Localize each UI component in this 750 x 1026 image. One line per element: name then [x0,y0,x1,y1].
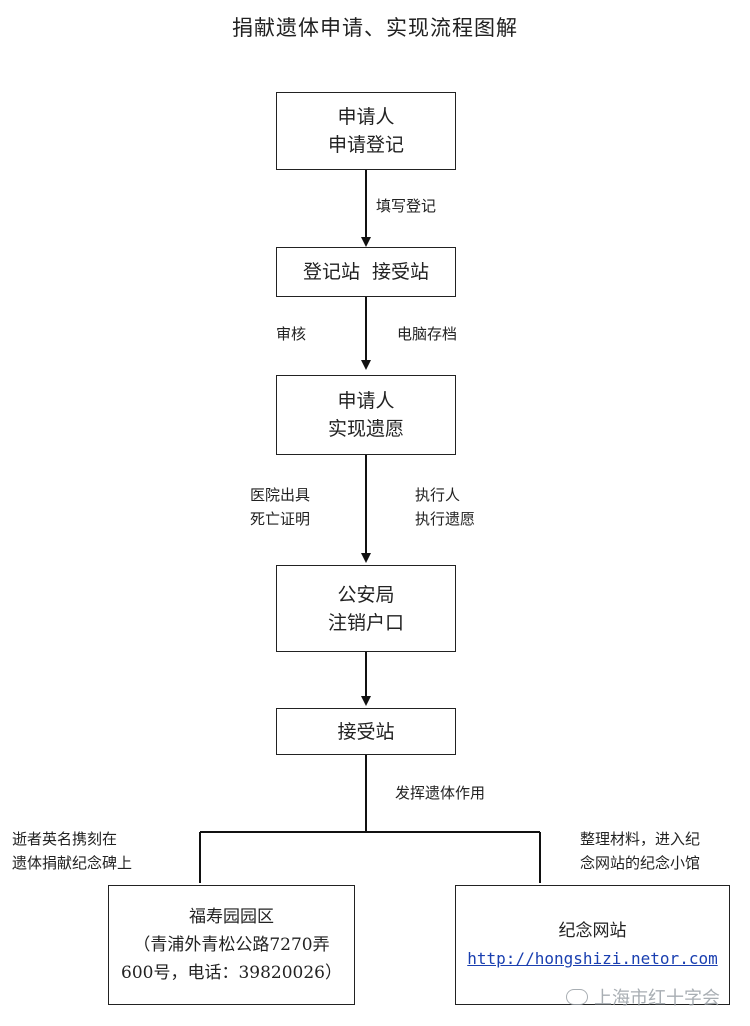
box-receiving-station-text: 接受站 [337,720,395,743]
label-organize-materials-line-2: 念网站的纪念小馆 [580,854,701,872]
watermark-text: 上海市红十字会 [594,988,720,1009]
branch-connector [199,755,541,883]
label-memorial-engrave: 逝者英名携刻在 遗体捐献纪念碑上 [12,827,132,875]
box-fushouyuan-line-3: 600号，电话：39820026） [121,963,342,983]
label-organize-materials: 整理材料，进入纪 念网站的纪念小馆 [580,827,700,875]
label-archive-text: 电脑存档 [397,325,458,343]
label-body-use: 发挥遗体作用 [395,781,485,805]
label-organize-materials-line-1: 整理材料，进入纪 [580,830,701,848]
box-memorial-website-title: 纪念网站 [558,921,627,941]
box-memorial-website: 纪念网站 http://hongshizi.netor.com [455,885,730,1005]
label-archive: 电脑存档 [397,322,457,346]
label-body-use-text: 发挥遗体作用 [395,784,486,802]
box-police-bureau-line-2: 注销户口 [327,611,404,634]
page-title: 捐献遗体申请、实现流程图解 [232,16,518,40]
box-apply-fulfill-line-1: 申请人 [337,390,395,412]
label-death-certificate-line-2: 死亡证明 [250,510,311,528]
box-receiving-station: 接受站 [276,708,456,755]
box-apply-fulfill: 申请人 实现遗愿 [276,375,456,455]
box-fushouyuan-line-1: 福寿园园区 [189,907,274,927]
label-review-text: 审核 [276,325,307,343]
label-memorial-engrave-line-1: 逝者英名携刻在 [12,830,118,848]
label-memorial-engrave-line-2: 遗体捐献纪念碑上 [12,854,133,872]
label-fill-register-text: 填写登记 [376,197,437,215]
box-fushouyuan: 福寿园园区 （青浦外青松公路7270弄 600号，电话：39820026） [108,885,355,1005]
label-review: 审核 [276,322,306,346]
label-executor-line-2: 执行遗愿 [415,510,476,528]
label-executor: 执行人 执行遗愿 [415,483,475,531]
box-apply-register: 申请人 申请登记 [276,92,456,170]
watermark: 上海市红十字会 [566,984,720,1010]
box-apply-fulfill-line-2: 实现遗愿 [327,418,404,440]
box-fushouyuan-line-2: （青浦外青松公路7270弄 [133,935,330,955]
label-death-certificate: 医院出具 死亡证明 [250,483,310,531]
box-registration-station-text: 登记站 接受站 [302,261,430,283]
wechat-icon [566,989,588,1005]
label-fill-register: 填写登记 [376,194,436,218]
label-executor-line-1: 执行人 [415,486,461,504]
box-police-bureau: 公安局 注销户口 [276,565,456,652]
memorial-website-link[interactable]: http://hongshizi.netor.com [467,949,718,968]
box-apply-register-line-2: 申请登记 [327,134,404,156]
box-police-bureau-line-1: 公安局 [337,583,395,606]
box-registration-station: 登记站 接受站 [276,247,456,297]
box-apply-register-line-1: 申请人 [337,106,395,128]
label-death-certificate-line-1: 医院出具 [250,486,311,504]
